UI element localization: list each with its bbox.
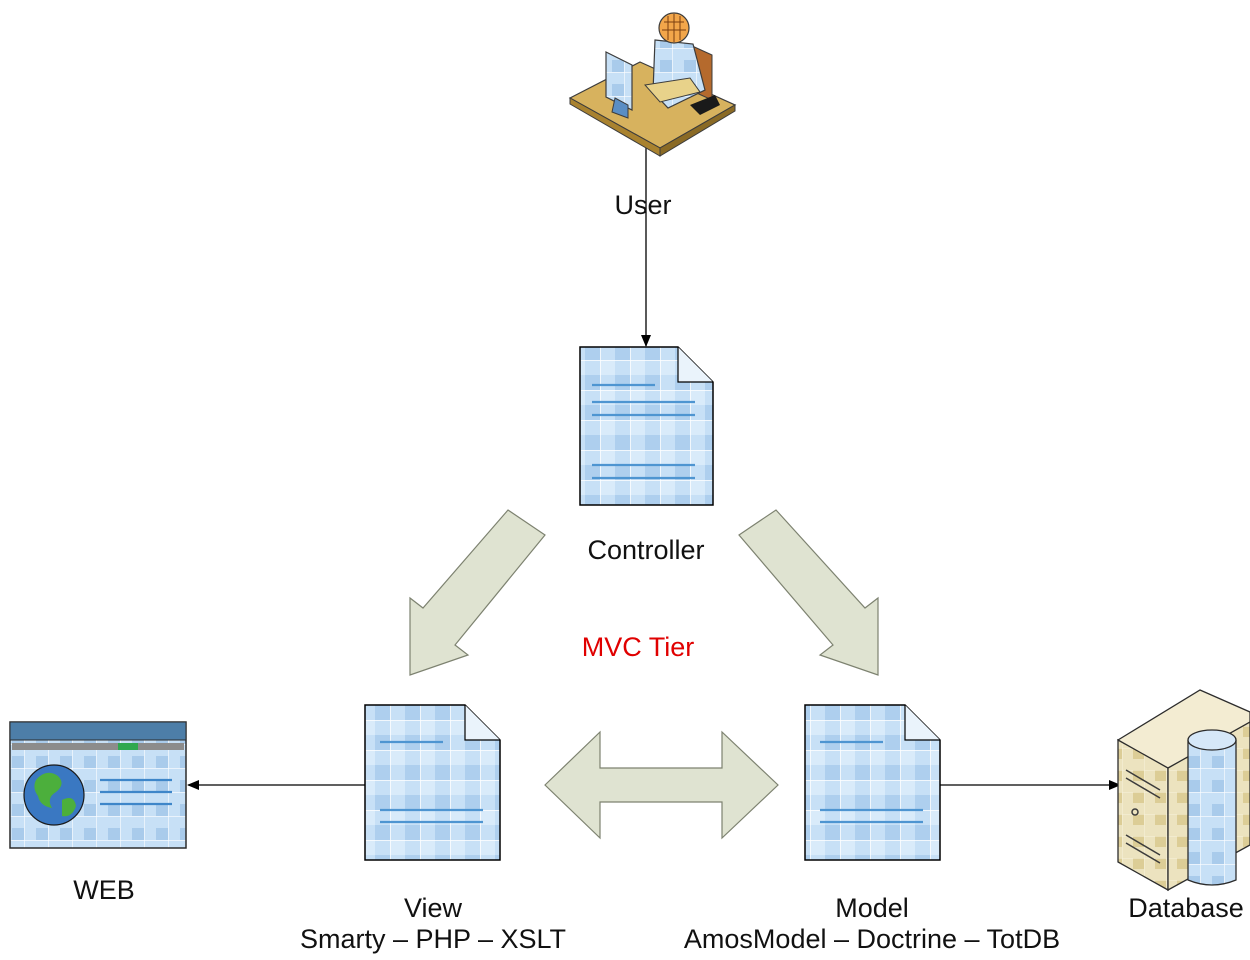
model-document-icon <box>804 704 941 861</box>
view-document-icon <box>364 704 501 861</box>
controller-document-icon <box>579 346 714 506</box>
user-at-desk-icon <box>568 12 737 157</box>
model-label: Model <box>835 893 909 923</box>
controller-to-model-arrow <box>738 509 879 676</box>
view-label: View <box>403 893 463 923</box>
model-technologies-label: AmosModel – Doctrine – TotDB <box>683 924 1061 954</box>
database-server-icon <box>1116 689 1250 892</box>
web-browser-icon <box>9 721 187 849</box>
user-label: User <box>614 190 672 220</box>
web-label: WEB <box>73 875 135 905</box>
database-label: Database <box>1128 893 1244 923</box>
mvc-tier-label: MVC Tier <box>581 632 695 662</box>
controller-label: Controller <box>587 535 705 565</box>
view-technologies-label: Smarty – PHP – XSLT <box>299 924 567 954</box>
view-model-double-arrow <box>544 730 779 840</box>
controller-to-view-arrow <box>409 509 546 676</box>
